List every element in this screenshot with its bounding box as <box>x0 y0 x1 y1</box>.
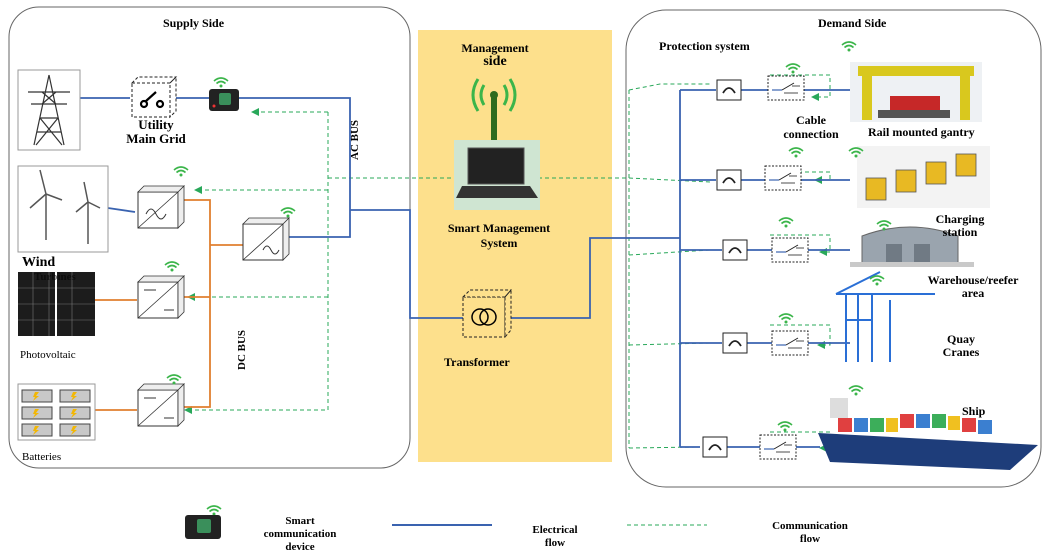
legend-device-icon <box>185 515 221 539</box>
demand-side-title: Demand Side <box>818 16 887 30</box>
wind-turbines-overlap-label: Turbines <box>34 271 76 283</box>
rail-gantry-label: Rail mounted gantry <box>868 125 975 139</box>
cable-connection-label: Cable connection <box>783 113 839 141</box>
smart-communication-device <box>209 89 239 111</box>
dc-bus-lines <box>95 199 245 411</box>
protection-system-label: Protection system <box>659 39 750 53</box>
legend-communication-label: Communication flow <box>772 520 848 545</box>
wind-converter <box>137 185 185 229</box>
switch-rail <box>767 75 805 101</box>
switch-charging <box>764 165 802 191</box>
warehouse-image <box>850 226 974 267</box>
pv-converter <box>137 275 185 319</box>
switch-ship <box>759 434 797 460</box>
dc-bus-label: DC BUS <box>236 329 248 370</box>
photovoltaic-image <box>18 272 95 336</box>
switch-quay <box>771 330 809 356</box>
grid-inverter <box>242 217 290 261</box>
wind-turbines-image <box>17 165 109 253</box>
legend-electrical-label: Electrical flow <box>532 524 578 549</box>
antenna-icon <box>471 78 517 142</box>
wind-label: Wind <box>22 255 56 270</box>
supply-side-title: Supply Side <box>163 16 225 30</box>
electrical-flows <box>80 89 850 448</box>
quay-cranes-label: Quay Cranes <box>942 332 980 359</box>
batteries-image <box>17 383 96 441</box>
charging-vehicles-image <box>857 146 990 208</box>
quay-cranes-image <box>835 271 935 362</box>
ship-image <box>818 398 1038 470</box>
ship-label: Ship <box>962 404 986 418</box>
rail-gantry-image <box>850 62 982 122</box>
laptop-icon <box>454 140 540 210</box>
demand-panel <box>625 9 1042 488</box>
warehouse-label: Warehouse/reefer area <box>927 273 1019 300</box>
management-title: Management <box>461 41 529 55</box>
breaker-charging <box>716 169 742 191</box>
breaker-ship <box>702 436 728 458</box>
smart-management-label: Smart Management System <box>447 221 551 250</box>
batteries-label: Batteries <box>22 451 62 463</box>
utility-grid-label: Utility Main Grid <box>126 117 186 146</box>
transformer-label: Transformer <box>444 355 510 369</box>
battery-converter <box>137 383 185 427</box>
management-subtitle: side <box>483 54 507 69</box>
photovoltaic-label: Photovoltaic <box>20 349 76 361</box>
utility-switch <box>130 75 178 119</box>
ac-bus-label: AC BUS <box>349 119 361 160</box>
breaker-rail <box>716 79 742 101</box>
charging-station-label: Charging station <box>935 212 985 239</box>
transmission-tower-image <box>17 69 81 151</box>
legend-device-label: Smart communication device <box>263 515 337 553</box>
switch-station <box>771 237 809 263</box>
breaker-station <box>722 239 748 261</box>
breaker-quay <box>722 332 748 354</box>
transformer-icon <box>461 288 513 339</box>
